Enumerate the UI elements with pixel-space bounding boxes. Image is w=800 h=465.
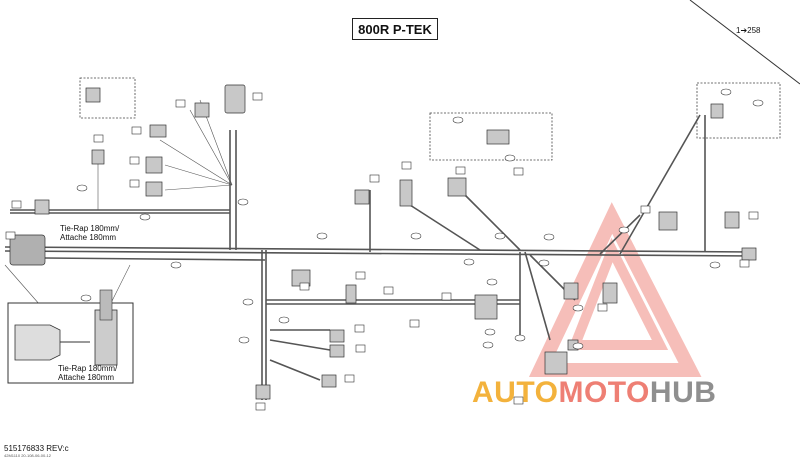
inset-detail [7, 289, 134, 384]
callout-circles [76, 88, 764, 350]
watermark-logo-text: AUTOMOTOHUB [472, 376, 716, 410]
watermark-part-moto: MOTO [558, 376, 650, 409]
detail-boxes [79, 77, 781, 161]
tie-rap-label-top: Tie-Rap 180mm/ Attache 180mm [60, 224, 119, 242]
part-markers [5, 92, 759, 411]
tie-rap-line2: Attache 180mm [60, 233, 117, 242]
document-number: 515176833 REV:c [4, 444, 69, 453]
tie-rap-line1: Tie-Rap 180mm/ [60, 224, 120, 233]
tie-rap-label-inset: Tie-Rap 180mm/ Attache 180mm [58, 364, 117, 382]
watermark-part-hub: HUB [649, 376, 717, 409]
tie-rap-line2: Attache 180mm [58, 373, 115, 382]
document-subcode: 42M1110 20-108-06-00-12 [4, 453, 51, 458]
page-reference: 1➔258 [736, 26, 761, 35]
diagram-title: 800R P-TEK [352, 18, 438, 40]
tie-rap-line1: Tie-Rap 180mm/ [58, 364, 118, 373]
watermark-part-auto: AUTO [472, 376, 559, 409]
corner-leader-line [689, 0, 800, 85]
